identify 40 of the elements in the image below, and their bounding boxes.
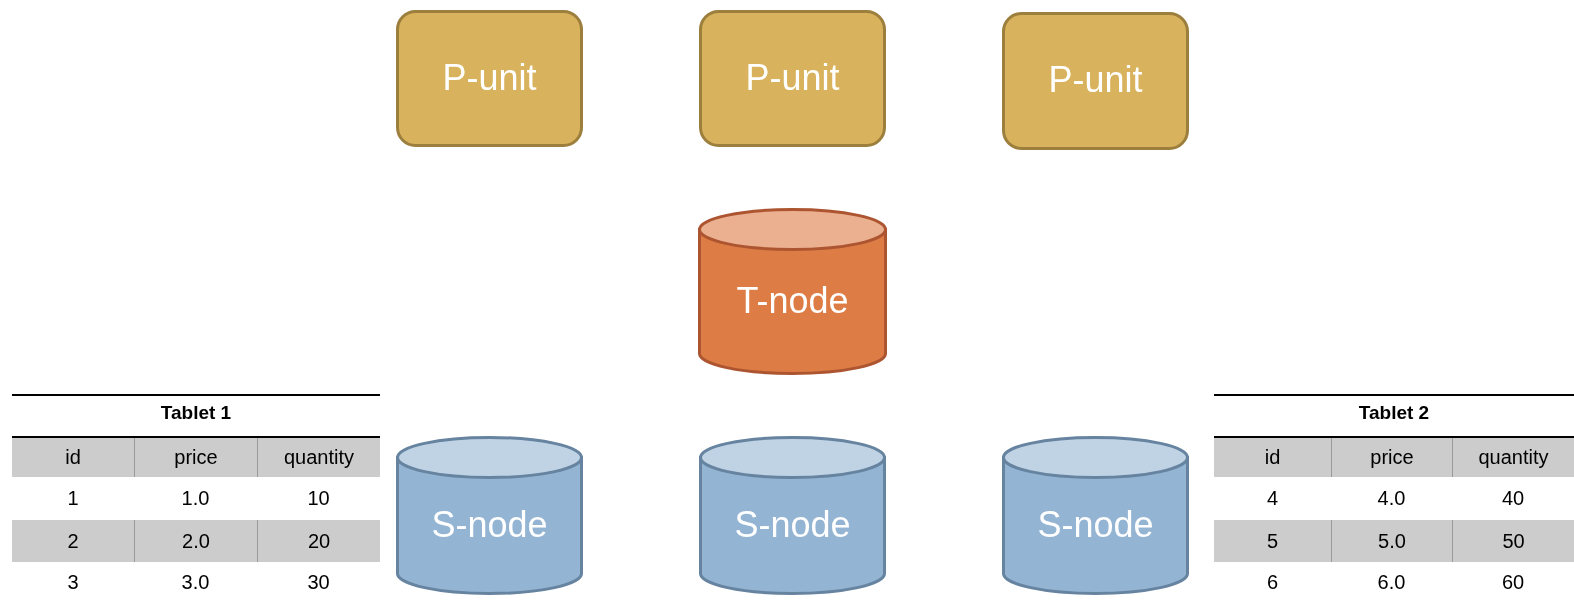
table-cell-text: 6.0 xyxy=(1376,569,1407,595)
table-cell-text: 10 xyxy=(306,486,331,511)
node-label: S-node xyxy=(430,503,549,546)
table-cell-text: 1 xyxy=(66,486,80,511)
table-cell: 20 xyxy=(257,520,380,562)
column-header: quantity xyxy=(257,438,380,477)
table-cell-text: 1.0 xyxy=(180,486,211,511)
table-cell: 2.0 xyxy=(134,520,257,562)
node-label: S-node xyxy=(733,503,852,546)
column-header: price xyxy=(1331,438,1452,477)
rounded-box-node xyxy=(396,10,583,147)
table-title: Tablet 2 xyxy=(1357,402,1431,424)
node-label: P-unit xyxy=(1047,59,1144,101)
rounded-box-node xyxy=(1002,12,1189,150)
cylinder-node xyxy=(396,436,583,595)
cylinder-node xyxy=(699,436,886,595)
cylinder-node xyxy=(698,208,887,375)
rounded-box-node xyxy=(699,10,886,147)
node-label: T-node xyxy=(735,279,850,322)
table-cell: 5.0 xyxy=(1331,520,1452,562)
table-title: Tablet 1 xyxy=(159,402,233,424)
node-label: P-unit xyxy=(441,56,538,99)
table-cell-text: 40 xyxy=(1500,486,1526,511)
column-header: quantity xyxy=(1452,438,1574,477)
table-cell-text: 60 xyxy=(1500,569,1526,595)
table-cell: 50 xyxy=(1452,520,1574,562)
table-cell-text: 3 xyxy=(66,569,80,595)
table-cell-text: 6 xyxy=(1265,569,1280,595)
column-header: price xyxy=(134,438,257,477)
table-cell-text: 30 xyxy=(306,569,331,595)
column-header: id xyxy=(12,438,134,477)
table-cell: 2 xyxy=(12,520,134,562)
table-cell-text: 3.0 xyxy=(180,569,211,595)
table-cell: 5 xyxy=(1214,520,1331,562)
column-header: id xyxy=(1214,438,1331,477)
node-label: P-unit xyxy=(744,56,841,99)
table-cell-text: 4.0 xyxy=(1376,486,1407,511)
node-label: S-node xyxy=(1036,503,1155,546)
cylinder-node xyxy=(1002,436,1189,595)
table-cell-text: 4 xyxy=(1265,486,1280,511)
